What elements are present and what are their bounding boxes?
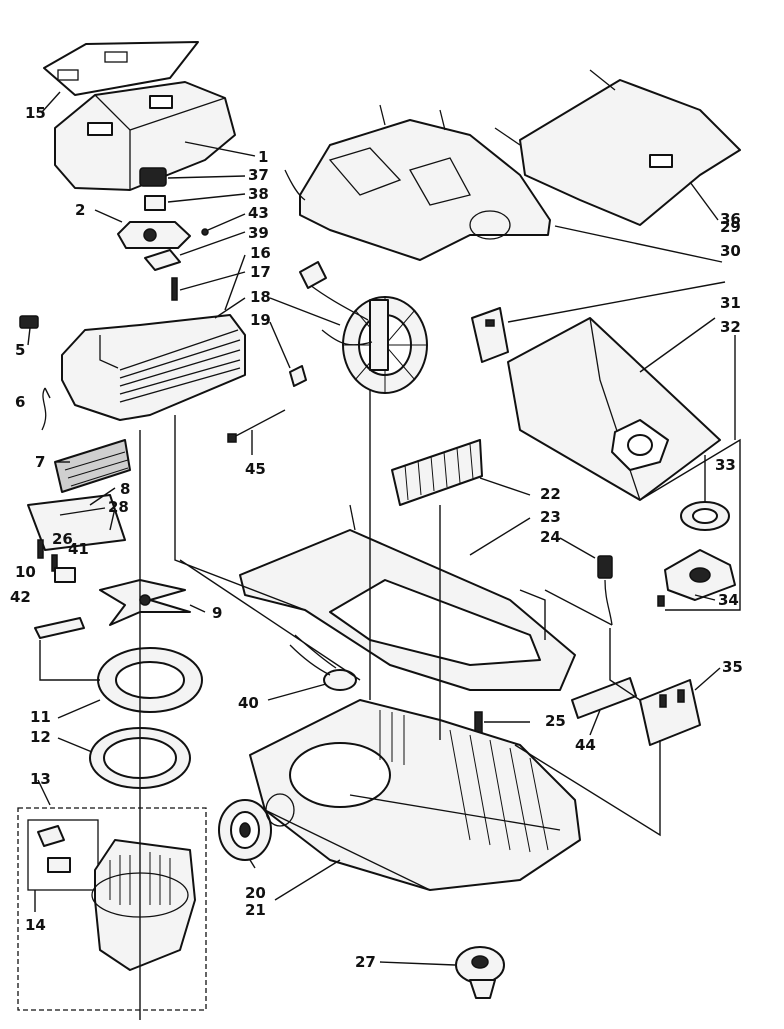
part-19-connector bbox=[289, 365, 307, 387]
label-15: 15 bbox=[25, 104, 46, 122]
part-9-fan bbox=[99, 579, 191, 626]
label-37: 37 bbox=[248, 166, 269, 184]
label-1: 1 bbox=[258, 148, 269, 166]
label-25: 25 bbox=[545, 712, 566, 730]
label-45: 45 bbox=[245, 460, 266, 478]
part-39-clip bbox=[144, 249, 181, 271]
part-22-grille bbox=[391, 439, 483, 506]
part-15-label-plate bbox=[43, 41, 199, 96]
part-41-terminal bbox=[54, 567, 76, 583]
label-6: 6 bbox=[15, 393, 26, 411]
part-10-screw bbox=[37, 539, 44, 559]
part-20-wheel bbox=[218, 793, 295, 861]
part-21-base bbox=[249, 699, 581, 891]
part-42-clip bbox=[34, 617, 85, 639]
part-36-cover bbox=[494, 69, 741, 226]
label-26: 26 bbox=[52, 530, 73, 548]
part-5-switch bbox=[19, 315, 39, 329]
label-44: 44 bbox=[575, 736, 596, 754]
label-17: 17 bbox=[250, 263, 271, 281]
label-32: 32 bbox=[720, 318, 741, 336]
label-41: 41 bbox=[68, 540, 89, 558]
label-5: 5 bbox=[15, 341, 26, 359]
part-35-latch bbox=[639, 679, 701, 746]
label-11: 11 bbox=[30, 708, 51, 726]
part-24-switch bbox=[544, 555, 613, 626]
label-16: 16 bbox=[250, 244, 271, 262]
label-38: 38 bbox=[248, 185, 269, 203]
part-16-housing bbox=[61, 314, 246, 421]
part-23-frame bbox=[239, 504, 576, 691]
label-23: 23 bbox=[540, 508, 561, 526]
part-6-wire bbox=[41, 387, 47, 431]
label-13: 13 bbox=[30, 770, 51, 788]
part-27-caster bbox=[455, 946, 505, 999]
part-18-cord-reel bbox=[299, 261, 428, 394]
part-13-motor-group bbox=[17, 807, 207, 1011]
leader-lines bbox=[27, 91, 726, 1020]
label-18: 18 bbox=[250, 288, 271, 306]
label-43: 43 bbox=[248, 204, 269, 222]
label-31: 31 bbox=[720, 294, 741, 312]
label-40: 40 bbox=[238, 694, 259, 712]
label-30: 30 bbox=[720, 242, 741, 260]
label-29: 29 bbox=[720, 218, 741, 236]
label-8: 8 bbox=[120, 480, 131, 498]
part-30-latch bbox=[471, 307, 509, 363]
part-11-ring bbox=[97, 647, 203, 713]
label-22: 22 bbox=[540, 485, 561, 503]
part-44-button-strip bbox=[571, 677, 637, 719]
part-40-dome bbox=[289, 634, 357, 691]
label-21: 21 bbox=[245, 901, 266, 919]
part-34-bracket bbox=[657, 549, 736, 607]
part-31-bag bbox=[507, 317, 721, 501]
label-2: 2 bbox=[75, 201, 86, 219]
label-19: 19 bbox=[250, 311, 271, 329]
label-7: 7 bbox=[35, 453, 46, 471]
part-1-top-cover bbox=[54, 81, 236, 191]
part-37-button bbox=[139, 167, 167, 187]
label-20: 20 bbox=[245, 884, 266, 902]
label-35: 35 bbox=[722, 658, 743, 676]
label-27: 27 bbox=[355, 953, 376, 971]
part-38-spring-block bbox=[144, 195, 166, 211]
label-12: 12 bbox=[30, 728, 51, 746]
label-24: 24 bbox=[540, 528, 561, 546]
label-33: 33 bbox=[715, 456, 736, 474]
part-32-group bbox=[639, 335, 741, 611]
part-8-bracket bbox=[27, 494, 126, 551]
label-9: 9 bbox=[212, 604, 223, 622]
label-42: 42 bbox=[10, 588, 31, 606]
part-2-latch-assembly bbox=[117, 221, 191, 249]
label-28: 28 bbox=[108, 498, 129, 516]
part-33-gasket bbox=[680, 501, 730, 531]
label-36: 36 bbox=[720, 210, 741, 228]
part-17-screw bbox=[171, 277, 178, 301]
part-45-cable-tie bbox=[227, 409, 286, 443]
label-14: 14 bbox=[25, 916, 46, 934]
part-43-screw bbox=[201, 228, 209, 236]
part-7-filter bbox=[54, 439, 131, 493]
label-10: 10 bbox=[15, 563, 36, 581]
label-34: 34 bbox=[718, 591, 739, 609]
part-29-hood bbox=[284, 104, 551, 261]
label-39: 39 bbox=[248, 224, 269, 242]
